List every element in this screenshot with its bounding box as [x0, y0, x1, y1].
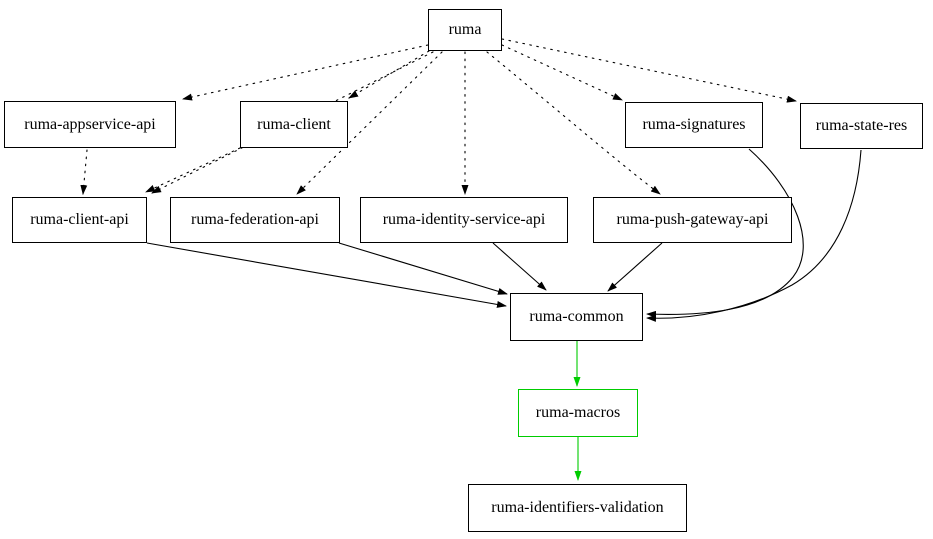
node-ruma-identifiers-validation: ruma-identifiers-validation	[468, 484, 687, 532]
edge-ruma-client-api-to-ruma-common	[146, 242, 507, 308]
node-ruma: ruma	[428, 9, 502, 51]
edge-ruma-client-to-ruma-client-api	[145, 147, 241, 193]
node-ruma-push-gateway-api: ruma-push-gateway-api	[593, 197, 792, 243]
edge-ruma-to-ruma-appservice-api	[182, 44, 429, 101]
node-ruma-macros: ruma-macros	[518, 389, 638, 437]
edge-ruma-federation-api-to-ruma-common	[338, 242, 508, 295]
node-ruma-state-res: ruma-state-res	[800, 103, 923, 149]
edge-ruma-to-ruma-state-res	[501, 38, 797, 103]
edge-ruma-to-ruma-client	[348, 50, 430, 99]
edge-ruma-identity-service-api-to-ruma-common	[492, 242, 547, 291]
node-ruma-client-api: ruma-client-api	[12, 197, 147, 243]
edge-ruma-to-ruma-federation-api	[296, 51, 443, 195]
node-ruma-federation-api: ruma-federation-api	[170, 197, 340, 243]
node-ruma-common: ruma-common	[510, 293, 643, 341]
node-ruma-identity-service-api: ruma-identity-service-api	[360, 197, 568, 243]
node-ruma-appservice-api: ruma-appservice-api	[4, 101, 176, 148]
node-ruma-client: ruma-client	[240, 101, 348, 148]
edge-ruma-to-ruma-signatures	[501, 44, 623, 101]
node-ruma-signatures: ruma-signatures	[625, 102, 763, 148]
edge-ruma-appservice-api-to-ruma-client-api	[80, 149, 88, 195]
edge-ruma-signatures-to-ruma-common	[646, 148, 804, 318]
edge-ruma-state-res-to-ruma-common	[646, 149, 862, 322]
edge-ruma-push-gateway-api-to-ruma-common	[607, 242, 663, 292]
